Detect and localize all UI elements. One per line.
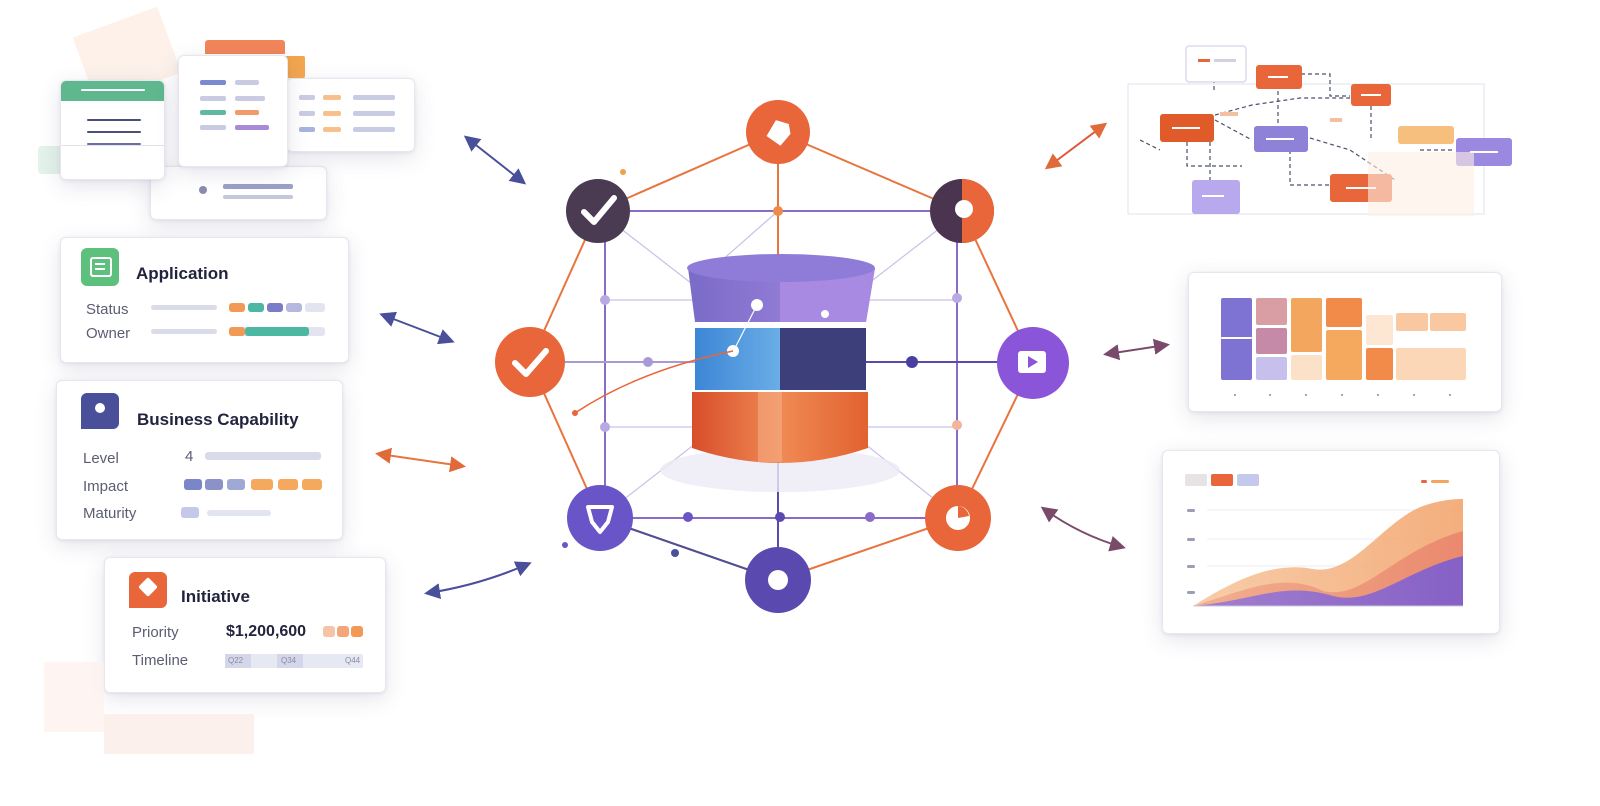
network-junctions bbox=[562, 169, 962, 557]
area-chart-card[interactable] bbox=[1162, 450, 1500, 634]
application-card[interactable]: Application Status Owner bbox=[60, 237, 349, 363]
owner-label: Owner bbox=[86, 325, 131, 342]
connector-arrow bbox=[463, 135, 527, 185]
timeline-bar: Q22 Q34 Q44 bbox=[225, 654, 363, 668]
document-card bbox=[178, 55, 288, 167]
pie-chart-icon[interactable] bbox=[925, 485, 991, 551]
card-title: Business Capability bbox=[137, 410, 299, 429]
database-cylinder bbox=[572, 254, 875, 463]
heatmap-card[interactable] bbox=[1188, 272, 1502, 412]
map-pin-icon bbox=[81, 393, 119, 429]
flow-node bbox=[1398, 126, 1454, 144]
connector-arrow bbox=[379, 311, 455, 345]
level-value: 4 bbox=[185, 448, 194, 465]
area-chart bbox=[1193, 499, 1463, 607]
flow-node bbox=[1256, 65, 1302, 89]
status-label: Status bbox=[86, 301, 129, 318]
flow-node bbox=[1192, 180, 1240, 214]
rocket-icon bbox=[129, 572, 167, 608]
application-icon bbox=[81, 248, 119, 286]
tag-icon[interactable] bbox=[746, 100, 810, 164]
present-icon[interactable] bbox=[997, 327, 1069, 399]
priority-label: Priority bbox=[132, 624, 179, 641]
impact-label: Impact bbox=[83, 478, 129, 495]
business-capability-card[interactable]: Business Capability Level 4 Impact Matur… bbox=[56, 380, 343, 540]
circle-icon[interactable] bbox=[930, 179, 994, 243]
connector-arrow bbox=[375, 447, 466, 473]
card-title: Application bbox=[136, 264, 229, 283]
connector-arrow bbox=[1040, 506, 1126, 552]
connector-arrow bbox=[1044, 122, 1108, 170]
timeline-label: Timeline bbox=[132, 652, 189, 669]
document-card bbox=[60, 80, 165, 180]
level-label: Level bbox=[83, 450, 119, 467]
document-card bbox=[150, 166, 327, 220]
circle-icon[interactable] bbox=[745, 547, 811, 613]
flow-node bbox=[1254, 126, 1308, 152]
check-icon[interactable] bbox=[495, 327, 565, 397]
flow-node bbox=[1160, 114, 1214, 142]
check-icon[interactable] bbox=[566, 179, 630, 243]
maturity-label: Maturity bbox=[83, 505, 137, 522]
priority-value: $1,200,600 bbox=[226, 623, 307, 640]
card-title: Initiative bbox=[181, 587, 250, 606]
connector-arrow bbox=[424, 561, 532, 600]
flow-node bbox=[1185, 45, 1247, 83]
initiative-card[interactable]: Initiative Priority $1,200,600 Timeline … bbox=[104, 557, 386, 693]
connector-arrow bbox=[1103, 338, 1170, 361]
flow-node bbox=[1351, 84, 1391, 106]
shield-icon[interactable] bbox=[567, 485, 633, 551]
